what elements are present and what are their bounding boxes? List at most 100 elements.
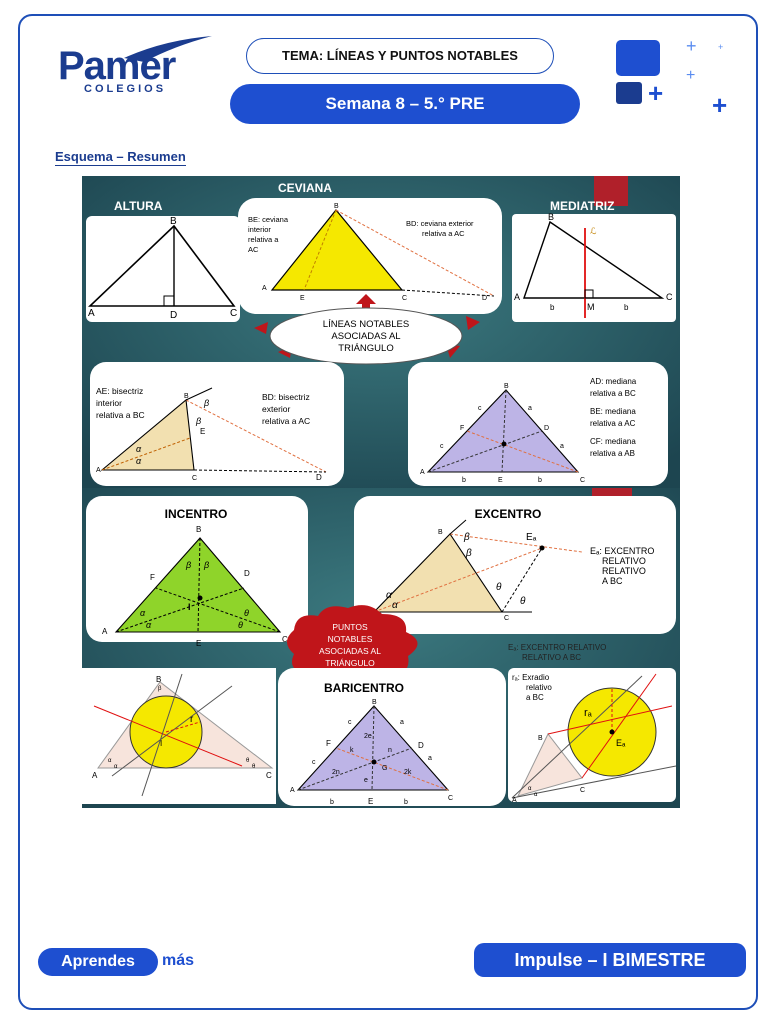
page-frame [18, 14, 758, 1010]
incirculo-theta-1: θ [246, 758, 250, 764]
baricentro-pt-a: A [290, 787, 295, 794]
topic-title: TEMA: LÍNEAS Y PUNTOS NOTABLES [246, 38, 554, 74]
mediatriz-pt-b: B [548, 212, 554, 222]
mediana-note-5: CF: mediana [590, 437, 636, 446]
mediana-side-a2: a [560, 443, 564, 450]
exradio-pt-a: A [512, 797, 517, 804]
altura-pt-c: C [230, 308, 237, 319]
incentro-card: INCENTRO B A C D E F I α α β β θ θ [86, 496, 308, 648]
mediatriz-pt-b1: b [550, 303, 555, 312]
baricentro-side-c1: c [348, 719, 352, 726]
excentro-title: EXCENTRO [475, 507, 542, 521]
excentro-note-4: A BC [602, 576, 623, 586]
ceviana-note-int-1: BE: ceviana [248, 215, 289, 224]
incentro-theta-1: θ [244, 608, 249, 618]
aprendes-mas: más [162, 952, 195, 969]
incirculo-card: B A C I r α α β θ θ [82, 668, 276, 804]
baricentro-side-b1: b [330, 799, 334, 806]
mediatriz-pt-m: M [587, 302, 595, 312]
exradio-card: B A C Eₐ rₐ α α rₐ: Exradio relativo a B… [508, 668, 677, 804]
altura-title: ALTURA [114, 199, 163, 213]
excentro-beta-2: β [465, 548, 472, 559]
incirculo-pt-r: r [190, 714, 194, 725]
ceviana-note-int-2: interior [248, 225, 271, 234]
mediana-pt-a: A [420, 469, 425, 476]
mediatriz-pt-l: ℒ [590, 226, 597, 236]
incirculo-alpha-1: α [108, 758, 112, 764]
mediana-side-c2: c [440, 443, 444, 450]
excentro-pt-c: C [504, 615, 509, 622]
incentro-alpha-2: α [146, 620, 152, 630]
bisectriz-note-int-1: AE: bisectriz [96, 386, 143, 396]
altura-pt-a: A [88, 308, 95, 319]
baricentro-2k: 2k [404, 769, 412, 776]
exradio-note-3: a BC [526, 693, 544, 702]
bisectriz-beta-1: β [203, 398, 209, 408]
mediana-note-3: BE: mediana [590, 407, 636, 416]
lineas-label-1: LÍNEAS NOTABLES [323, 319, 409, 330]
mediatriz-card: B A M C b b ℒ [512, 212, 676, 322]
bisectriz-pt-a: A [96, 467, 101, 474]
excentro-pt-b: B [438, 529, 443, 536]
logo-swoosh-icon [124, 36, 212, 62]
mediana-note-6: relativa a AB [590, 449, 635, 458]
lineas-center: LÍNEAS NOTABLES ASOCIADAS AL TRIÁNGULO [254, 294, 480, 365]
incirculo-theta-2: θ [252, 764, 256, 770]
excentro-alpha-2: α [392, 600, 398, 611]
incentro-pt-f: F [150, 573, 155, 582]
ceviana-pt-c: C [402, 295, 407, 302]
ceviana-pt-a: A [262, 285, 267, 292]
week-banner: Semana 8 – 5.° PRE [230, 84, 580, 124]
puntos-label-1: PUNTOS [332, 622, 368, 632]
ceviana-card: BE: ceviana interior relativa a AC BD: c… [238, 198, 502, 314]
bisectriz-pt-b: B [184, 393, 189, 400]
incentro-pt-e: E [196, 639, 201, 648]
exradio-pt-c: C [580, 787, 585, 794]
bisectriz-beta-2: β [195, 416, 201, 426]
incirculo-pt-c: C [266, 771, 272, 780]
excentro-bottom-note-1: Eₐ: EXCENTRO RELATIVO [508, 643, 606, 652]
ceviana-title: CEVIANA [278, 181, 332, 195]
mediana-pt-b: B [504, 383, 509, 390]
baricentro-side-a1: a [400, 719, 404, 726]
aprendes-badge: Aprendes [38, 948, 158, 976]
bisectriz-note-int-2: interior [96, 398, 122, 408]
incentro-alpha-1: α [140, 608, 146, 618]
bisectriz-alpha-1: α [136, 444, 142, 454]
logo-subtitle: COLEGIOS [84, 83, 167, 95]
summary-diagram: ALTURA B A D C CEVIANA BE: ceviana inter… [82, 176, 680, 808]
baricentro-n: n [388, 747, 392, 754]
bisectriz-note-ext-3: relativa a AC [262, 416, 310, 426]
puntos-label-3: ASOCIADAS AL [319, 646, 381, 656]
incentro-pt-a: A [102, 627, 108, 636]
mediana-side-c1: c [478, 405, 482, 412]
excentro-alpha-1: α [386, 590, 392, 601]
mediana-pt-f: F [460, 425, 464, 432]
incentro-title: INCENTRO [165, 507, 228, 521]
mediana-card: B A C D E F a a b b c c AD: mediana rela… [408, 362, 668, 486]
exradio-note-1: rₐ: Exradio [512, 673, 550, 682]
altura-pt-b: B [170, 216, 177, 227]
ceviana-pt-d: D [482, 295, 487, 302]
baricentro-side-b2: b [404, 799, 408, 806]
baricentro-pt-f: F [326, 739, 331, 748]
exradio-pt-ra: rₐ [584, 707, 593, 719]
puntos-label-4: TRIÁNGULO [325, 658, 375, 668]
incentro-beta-1: β [185, 560, 191, 570]
ceviana-note-int-4: AC [248, 245, 259, 254]
impulse-banner: Impulse – I BIMESTRE [474, 943, 746, 977]
incentro-pt-d: D [244, 569, 250, 578]
mediatriz-title: MEDIATRIZ [550, 199, 614, 213]
baricentro-k: k [350, 747, 354, 754]
section-title: Esquema – Resumen [55, 149, 186, 166]
mediana-note-1: AD: mediana [590, 377, 637, 386]
incentro-theta-2: θ [238, 620, 243, 630]
baricentro-2e: 2e [364, 733, 372, 740]
mediana-side-a1: a [528, 405, 532, 412]
incentro-pt-b: B [196, 525, 201, 534]
bisectriz-card: AE: bisectriz interior relativa a BC BD:… [90, 362, 344, 486]
incentro-pt-i: I [188, 602, 191, 612]
baricentro-pt-c: C [448, 795, 453, 802]
bisectriz-note-ext-1: BD: bisectriz [262, 392, 310, 402]
excentro-card: EXCENTRO B A C Eₐ α α β β θ θ Eₐ: EXCENT… [354, 496, 676, 634]
